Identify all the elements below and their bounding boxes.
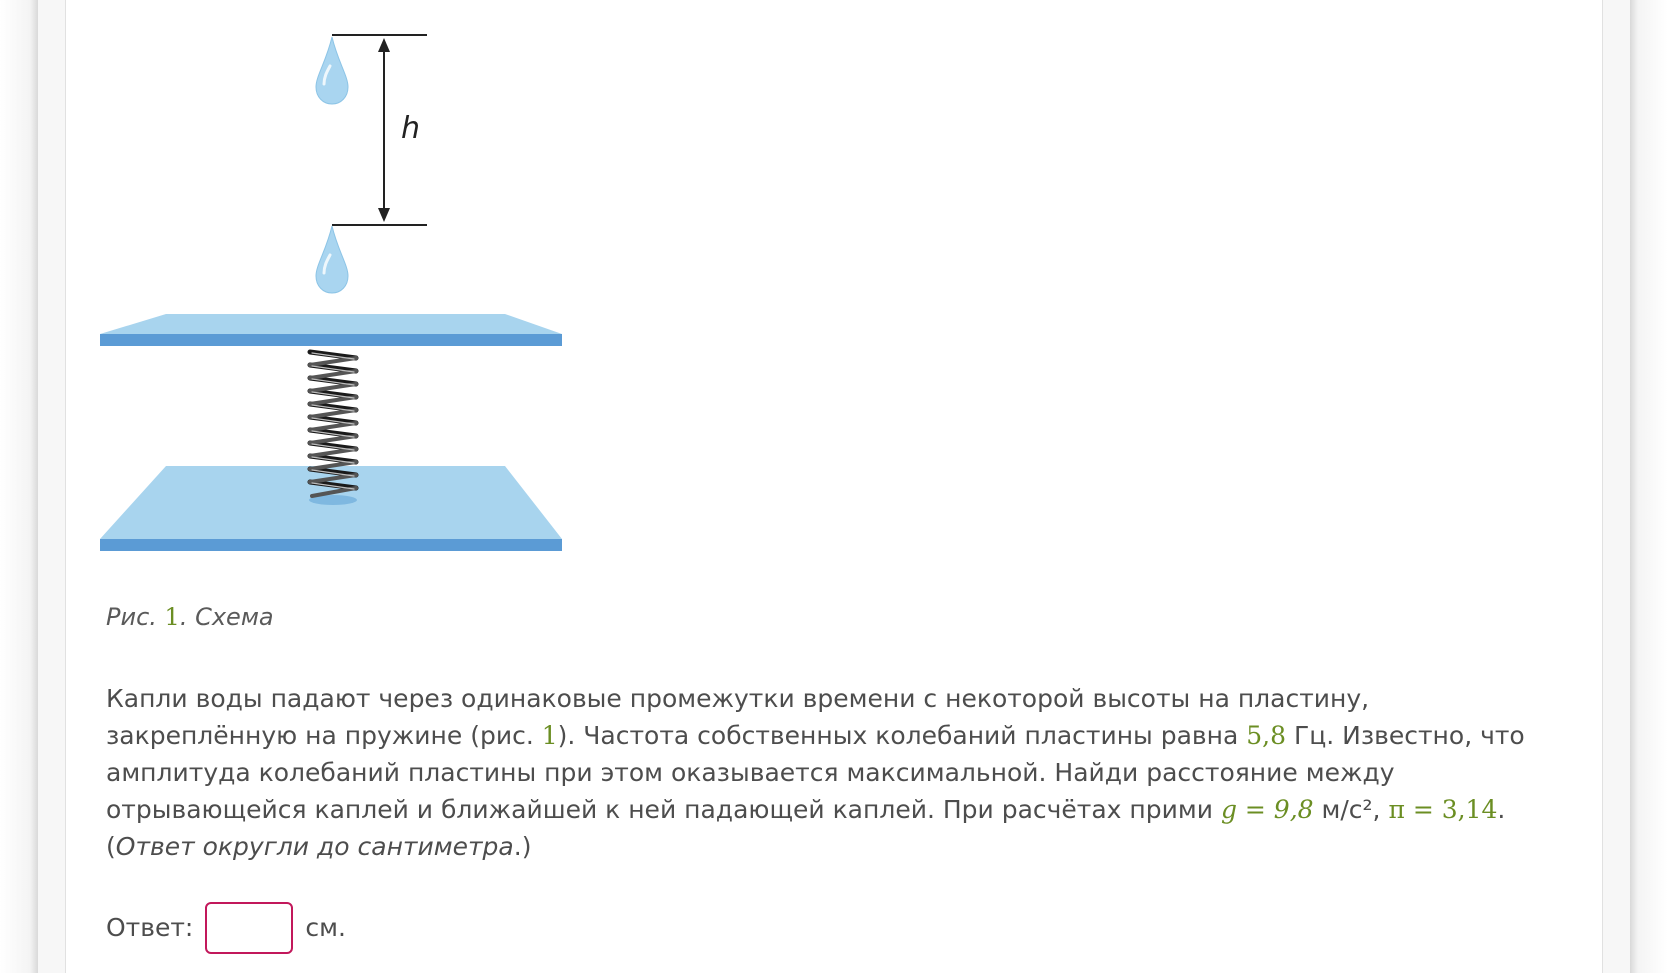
note-text: Ответ округли до сантиметра: [115, 832, 514, 861]
spring-base-shadow: [309, 495, 357, 505]
frequency-value: 5,8: [1246, 721, 1287, 750]
upper-drop-highlight: [322, 64, 332, 86]
outer-frame-left: [0, 0, 38, 973]
figure-caption: Рис. 1. Схема: [106, 603, 274, 631]
answer-label: Ответ:: [106, 913, 194, 942]
lower-drop-highlight: [322, 253, 332, 275]
caption-number: 1: [164, 603, 180, 631]
upper-water-drop: [315, 36, 349, 105]
answer-row: Ответ: см.: [106, 900, 346, 955]
scheme-drawing: h: [100, 34, 562, 551]
pi-expression: π = 3,14: [1388, 795, 1498, 824]
caption-prefix: Рис.: [106, 603, 157, 631]
height-label: h: [401, 111, 420, 146]
top-plate-surface: [100, 314, 562, 334]
problem-text-5: .: [1497, 795, 1506, 824]
lower-water-drop: [315, 225, 349, 294]
problem-text-2: ). Частота собственных колебаний пластин…: [557, 721, 1247, 750]
figure-scheme: h: [100, 20, 600, 570]
problem-text-3: Гц. Известно, что амплитуда колебаний пл…: [106, 721, 1525, 824]
arrow-head-down: [378, 208, 390, 222]
rounding-note: (Ответ округли до сантиметра.): [106, 828, 1566, 865]
answer-input[interactable]: [205, 901, 294, 954]
gravity-expression: g = 9,8: [1220, 795, 1314, 824]
problem-text-4: м/с²,: [1313, 795, 1389, 824]
spring: [307, 349, 359, 498]
top-plate-edge: [100, 334, 562, 346]
figure-reference: 1: [541, 721, 558, 750]
note-open: (: [106, 832, 116, 861]
note-close: .): [513, 832, 532, 861]
arrow-head-up: [378, 38, 390, 52]
problem-statement: Капли воды падают через одинаковые проме…: [106, 680, 1566, 865]
problem-paragraph: Капли воды падают через одинаковые проме…: [106, 680, 1566, 828]
caption-text: . Схема: [179, 603, 274, 631]
problem-text-1: Капли воды падают через одинаковые проме…: [106, 684, 1370, 750]
bottom-plate-edge: [100, 539, 562, 551]
answer-unit: см.: [305, 913, 346, 942]
outer-frame-right: [1630, 0, 1668, 973]
